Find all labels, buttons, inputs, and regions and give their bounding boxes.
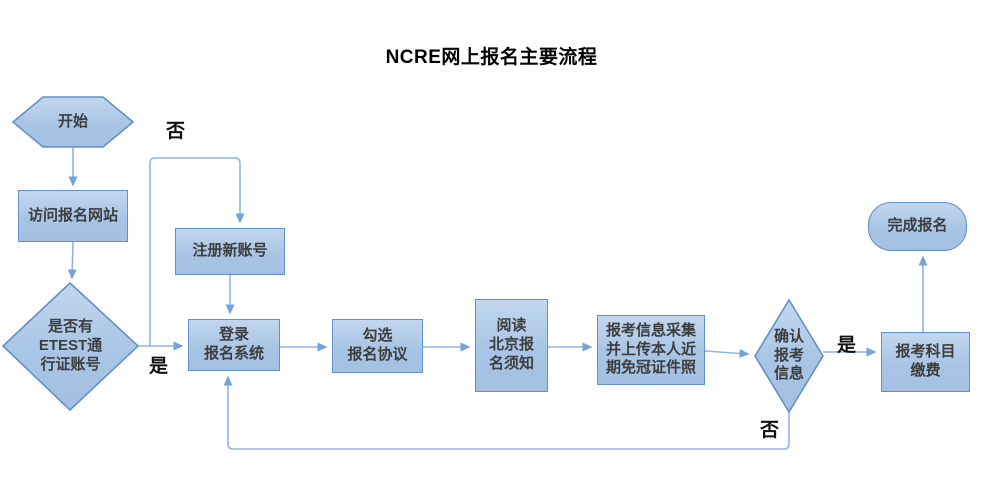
start-hexagon-shape xyxy=(11,96,135,148)
node-login-system: 登录 报名系统 xyxy=(188,319,280,371)
edge-label-yes-login: 是 xyxy=(149,356,169,377)
edge-label-no-back: 否 xyxy=(760,420,780,441)
node-check-agreement: 勾选 报名协议 xyxy=(332,319,423,373)
connector-confirm-no-to-login xyxy=(223,375,790,450)
node-start: 开始 xyxy=(57,112,88,130)
node-read-notice: 阅读 北京报 名须知 xyxy=(475,299,548,392)
etest-account-diamond-shape xyxy=(1,281,140,412)
connector-decision-no-to-register xyxy=(149,157,245,346)
node-done: 完成报名 xyxy=(868,202,967,251)
edge-label-no-register: 否 xyxy=(166,121,186,142)
node-visit-site: 访问报名网站 xyxy=(18,190,128,242)
edge-label-yes-pay: 是 xyxy=(837,335,857,356)
confirm-info-diamond-shape xyxy=(754,298,824,414)
node-register-account: 注册新账号 xyxy=(175,228,285,275)
connector-collect-to-confirm xyxy=(704,348,750,358)
node-confirm-info: 确认 报考 信息 xyxy=(773,327,804,383)
page-title: NCRE网上报名主要流程 xyxy=(385,47,598,68)
connector-visit-to-decision xyxy=(67,241,77,280)
node-pay-subjects: 报考科目 缴费 xyxy=(881,332,970,392)
node-collect-info-upload-photo: 报考信息采集 并上传本人近 期免冠证件照 xyxy=(597,315,705,385)
node-has-etest-account: 是否有 ETEST通 行证账号 xyxy=(38,318,103,373)
